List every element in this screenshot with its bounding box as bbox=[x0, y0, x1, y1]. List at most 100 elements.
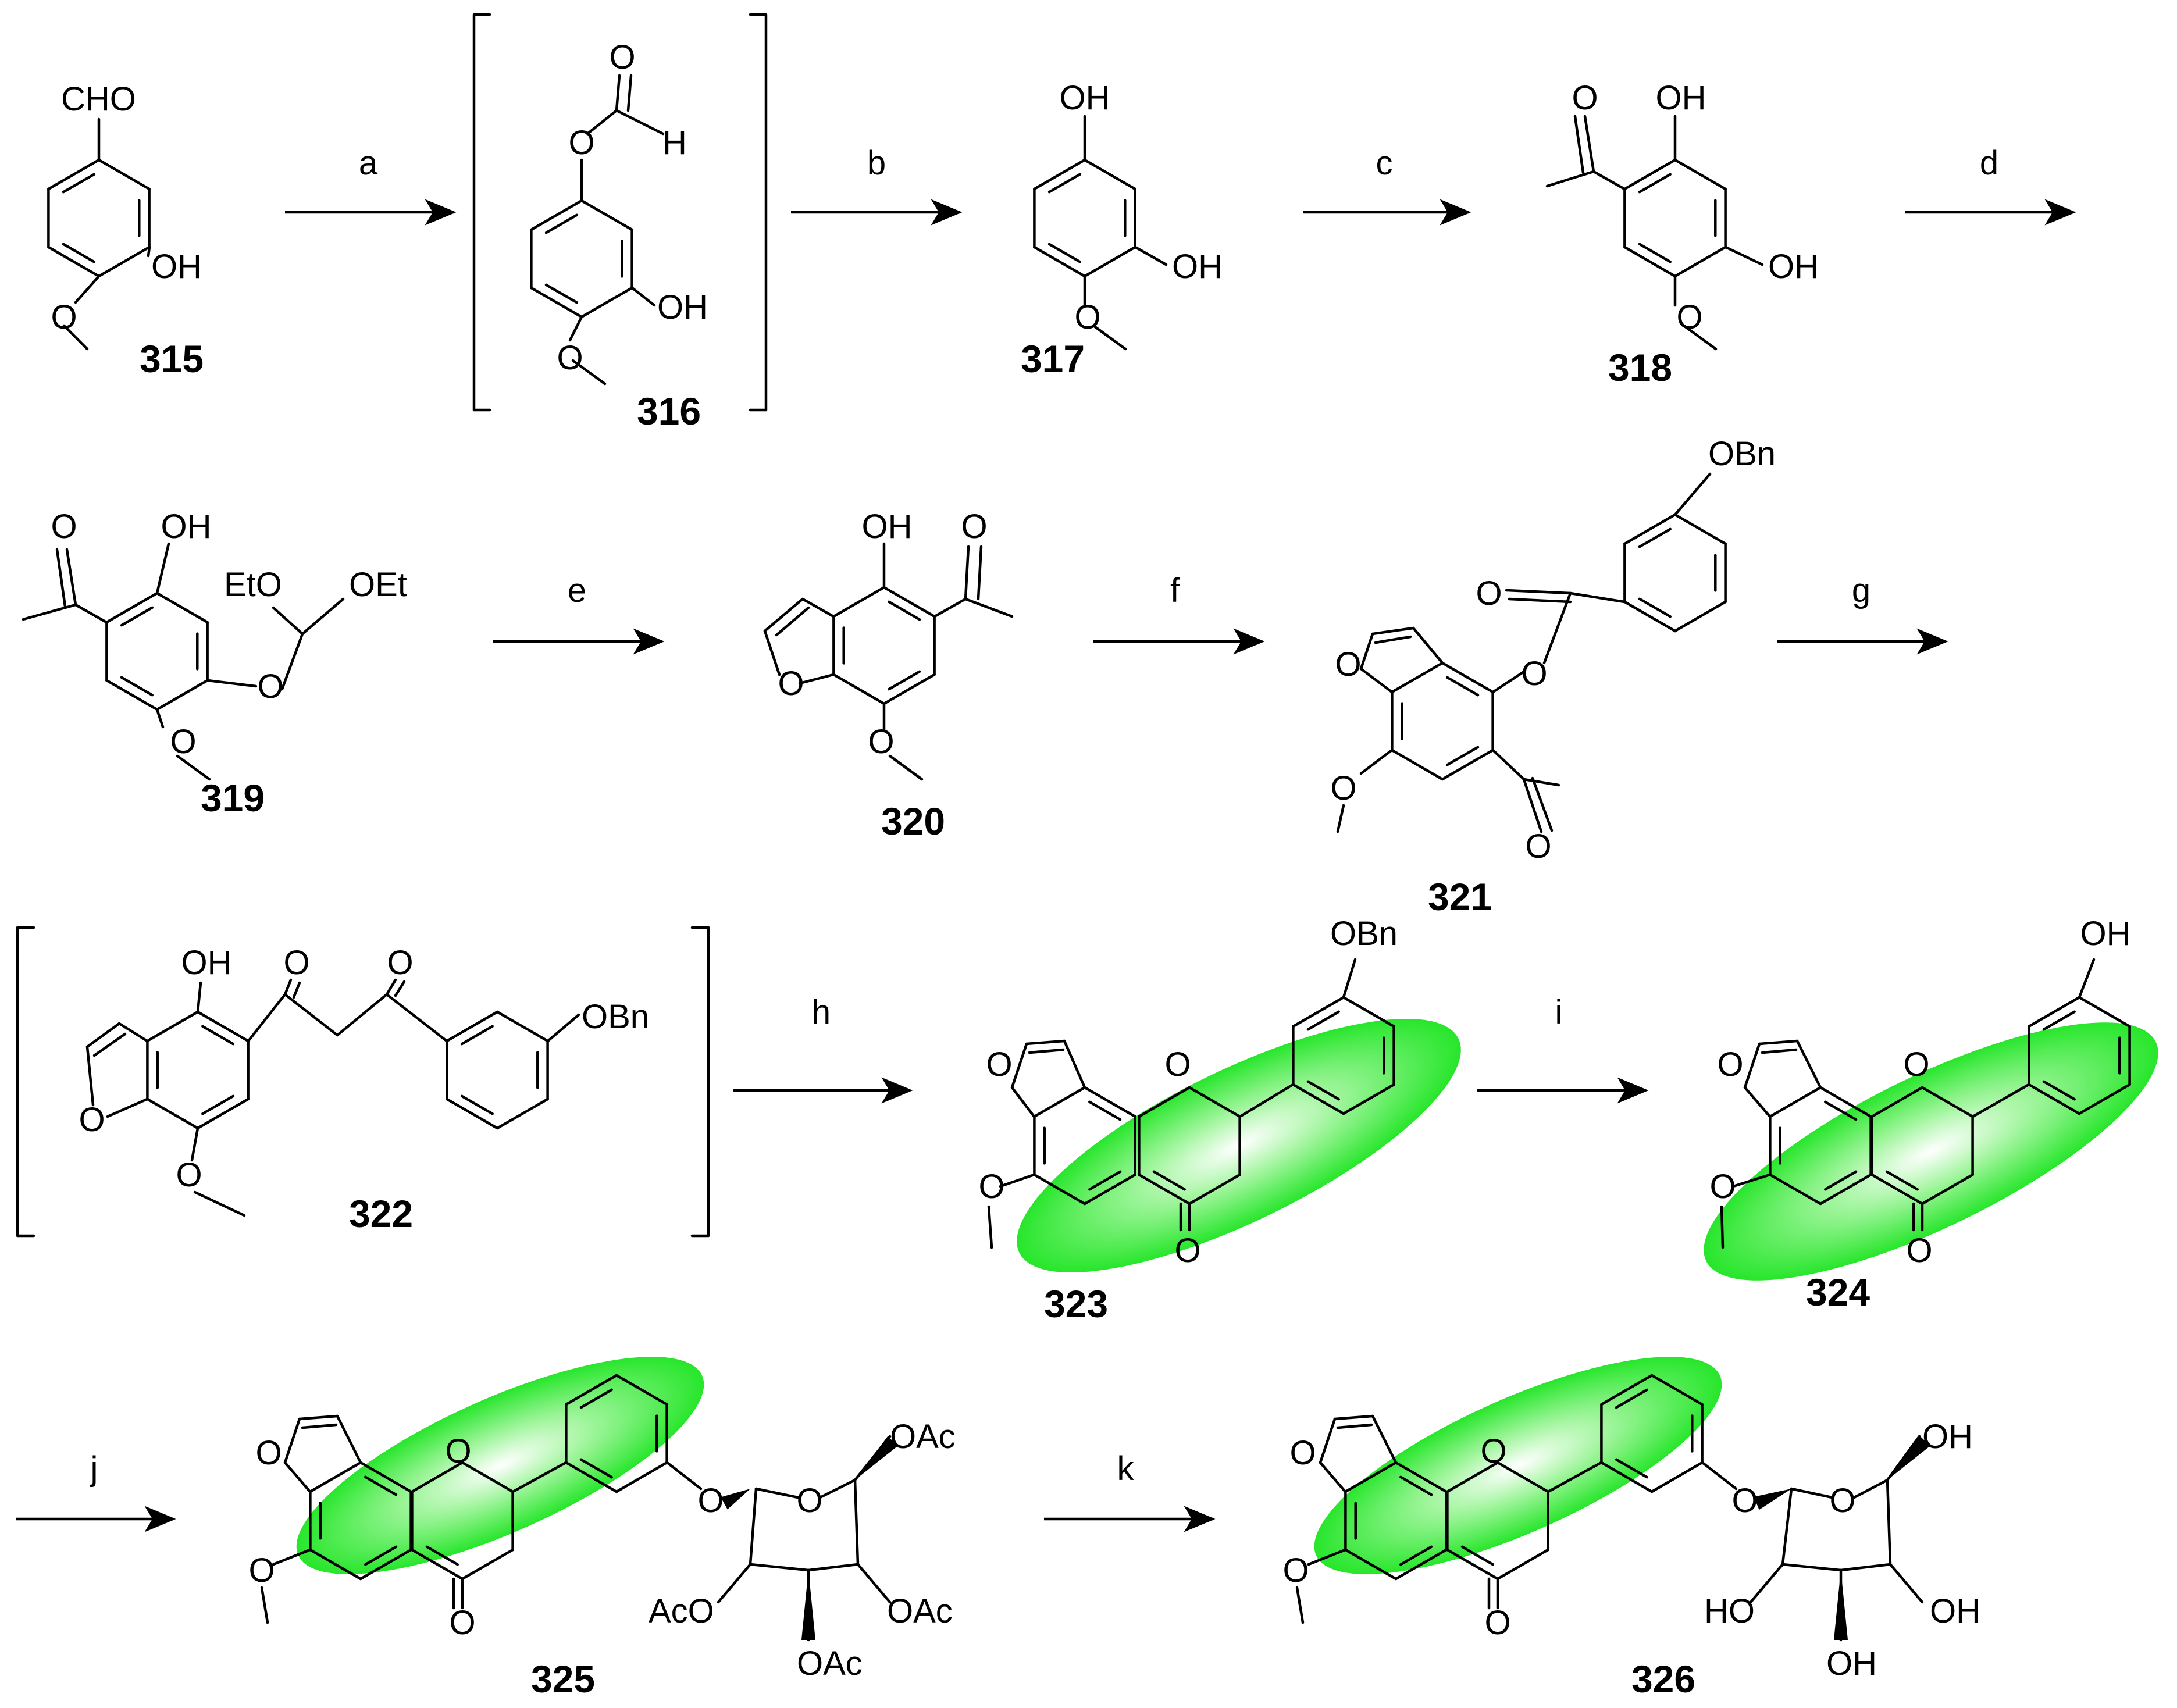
ring-315 bbox=[47, 158, 151, 278]
highlight-324 bbox=[1704, 1022, 2158, 1281]
compound-324: 324 bbox=[1806, 1271, 1870, 1314]
step-f: f bbox=[1170, 572, 1180, 609]
step-d: d bbox=[1980, 144, 1998, 182]
atom-obn-323: OBn bbox=[1330, 915, 1398, 953]
compound-316: 316 bbox=[637, 390, 701, 433]
atom-o-325: O bbox=[248, 1552, 275, 1589]
atom-o-glyco-325: O bbox=[697, 1482, 724, 1520]
bracket-316-left bbox=[472, 13, 491, 412]
atom-o-keto-319: O bbox=[51, 508, 77, 545]
atom-ho-2-326: HO bbox=[1704, 1592, 1755, 1630]
compound-326: 326 bbox=[1631, 1657, 1695, 1700]
wedge-326-5 bbox=[1887, 1436, 1930, 1480]
bonds-318 bbox=[1545, 115, 1764, 351]
ring-325c bbox=[565, 1374, 668, 1493]
atom-o-furan-326: O bbox=[1289, 1434, 1316, 1472]
wedge-325-1 bbox=[721, 1489, 750, 1510]
ring-322b bbox=[446, 1010, 549, 1130]
ring-326c bbox=[1600, 1374, 1704, 1493]
ring-324c bbox=[2028, 996, 2131, 1115]
bonds-325 bbox=[260, 1414, 892, 1642]
atom-oh-322: OH bbox=[181, 944, 232, 982]
atom-oh-320: OH bbox=[862, 508, 913, 545]
atom-oh-4-326: OH bbox=[1930, 1592, 1980, 1630]
atom-o-ester-321: O bbox=[1521, 655, 1547, 693]
highlight-325 bbox=[296, 1357, 704, 1574]
atom-o-ring-326: O bbox=[1829, 1482, 1855, 1520]
compound-317: 317 bbox=[1021, 337, 1085, 380]
atom-oh-318: OH bbox=[1768, 248, 1819, 286]
bonds-319 bbox=[22, 542, 345, 781]
atom-o-furan-325: O bbox=[255, 1434, 282, 1472]
bonds-324 bbox=[1720, 958, 2096, 1249]
step-g: g bbox=[1852, 572, 1870, 609]
atom-eto-319: EtO bbox=[224, 566, 282, 604]
atom-o-pyran-324: O bbox=[1903, 1046, 1929, 1083]
ring-320 bbox=[832, 586, 936, 705]
atom-o-keto-320: O bbox=[961, 508, 987, 545]
ring-322 bbox=[146, 1010, 250, 1130]
atom-cho-315: CHO bbox=[61, 80, 136, 118]
atom-oh-324: OH bbox=[2080, 915, 2131, 953]
bonds-316 bbox=[568, 74, 665, 386]
atom-oh-3-326: OH bbox=[1826, 1645, 1877, 1682]
ring-318 bbox=[1623, 158, 1727, 278]
atom-o-keto-325: O bbox=[449, 1604, 475, 1642]
atom-o-322: O bbox=[176, 1156, 202, 1194]
step-e: e bbox=[568, 572, 586, 609]
atom-o-keto-326: O bbox=[1484, 1604, 1510, 1642]
bonds-321 bbox=[1336, 472, 1712, 833]
step-j: j bbox=[90, 1450, 98, 1488]
atom-o-316: O bbox=[557, 339, 583, 377]
atom-o-furan-322: O bbox=[79, 1101, 105, 1139]
step-i: i bbox=[1555, 993, 1563, 1031]
atom-o-keto2-322: O bbox=[387, 944, 413, 982]
atom-o-326: O bbox=[1282, 1552, 1309, 1589]
atom-oh-319: OH bbox=[161, 508, 212, 545]
atom-o-formyl-316: O bbox=[609, 38, 635, 76]
atom-o-324: O bbox=[1709, 1168, 1736, 1206]
atom-o-pyran-326: O bbox=[1480, 1432, 1506, 1470]
atom-o-keto-318: O bbox=[1572, 79, 1598, 117]
ring-316 bbox=[530, 199, 633, 319]
step-h: h bbox=[812, 993, 831, 1031]
ring-317 bbox=[1033, 158, 1136, 278]
atom-o-keto-323: O bbox=[1174, 1232, 1200, 1270]
ring-326b bbox=[1446, 1461, 1549, 1581]
compound-318: 318 bbox=[1608, 346, 1672, 389]
atom-h-316: H bbox=[662, 124, 687, 162]
ring-321b bbox=[1623, 513, 1727, 633]
atom-o-keto-321: O bbox=[1525, 828, 1551, 865]
step-a: a bbox=[359, 144, 378, 182]
highlight-326 bbox=[1314, 1357, 1722, 1574]
atom-oh-6-326: OH bbox=[1922, 1418, 1973, 1456]
compound-325: 325 bbox=[531, 1657, 595, 1700]
atom-oac-6-325: OAc bbox=[890, 1418, 956, 1456]
bonds-320 bbox=[763, 542, 1014, 781]
atom-o-319: O bbox=[170, 723, 196, 761]
atom-o-keto-324: O bbox=[1906, 1232, 1932, 1270]
atom-oh-top-318: OH bbox=[1656, 79, 1706, 117]
atom-obn-321: OBn bbox=[1708, 435, 1776, 473]
ring-324a bbox=[1769, 1086, 1872, 1206]
atom-o-furan-320: O bbox=[778, 665, 804, 703]
atom-o-ring-325: O bbox=[796, 1482, 822, 1520]
atom-o-ether-319: O bbox=[257, 668, 283, 705]
bonds-323 bbox=[987, 958, 1357, 1249]
atom-o-furan-323: O bbox=[986, 1046, 1012, 1083]
atom-oet-319: OEt bbox=[349, 566, 407, 604]
ring-325b bbox=[411, 1461, 514, 1581]
atom-o-keto1-322: O bbox=[283, 944, 309, 982]
atom-o-317: O bbox=[1074, 298, 1100, 336]
compound-319: 319 bbox=[201, 776, 265, 819]
bonds-322 bbox=[85, 978, 580, 1217]
step-b: b bbox=[867, 144, 886, 182]
bonds-315 bbox=[62, 117, 151, 351]
bracket-322-left bbox=[16, 926, 35, 1238]
atom-o-pyran-325: O bbox=[445, 1432, 471, 1470]
compound-322: 322 bbox=[349, 1192, 413, 1235]
atom-o-318: O bbox=[1676, 298, 1702, 336]
ring-323a bbox=[1033, 1086, 1136, 1206]
atom-o-glyco-326: O bbox=[1731, 1482, 1758, 1520]
